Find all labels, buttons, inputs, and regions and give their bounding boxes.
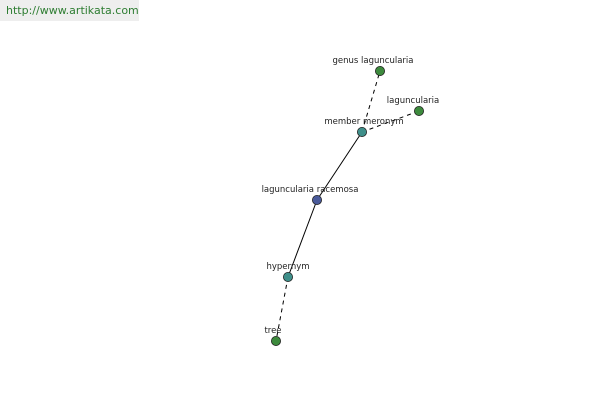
node-genus-laguncularia[interactable] bbox=[374, 66, 385, 77]
node-laguncularia[interactable] bbox=[413, 106, 424, 117]
nodes-layer bbox=[270, 66, 424, 346]
edges-layer bbox=[275, 70, 420, 342]
edge-hypernym-to-tree bbox=[275, 276, 289, 342]
node-laguncularia-racemosa[interactable] bbox=[311, 194, 322, 205]
node-tree[interactable] bbox=[270, 335, 281, 346]
labels-layer: genus laguncularia laguncularia member mer… bbox=[262, 56, 440, 336]
edge-laguncularia-racemosa-to-member-meronym bbox=[316, 131, 363, 201]
edge-laguncularia-racemosa-to-hypernym bbox=[287, 199, 318, 278]
node-label-laguncularia: laguncularia bbox=[387, 96, 439, 106]
node-label-hypernym: hypernym bbox=[266, 262, 309, 272]
watermark-link[interactable]: http://www.artikata.com bbox=[0, 0, 139, 21]
node-label-tree: tree bbox=[264, 326, 281, 336]
node-label-member-meronym: member meronym bbox=[324, 117, 403, 127]
node-label-laguncularia-racemosa: laguncularia racemosa bbox=[262, 185, 359, 195]
edge-member-meronym-to-genus-laguncularia bbox=[361, 70, 381, 133]
node-member-meronym[interactable] bbox=[356, 127, 367, 138]
node-hypernym[interactable] bbox=[282, 271, 293, 282]
edge-member-meronym-to-laguncularia bbox=[361, 110, 420, 133]
node-label-genus-laguncularia: genus laguncularia bbox=[333, 56, 414, 66]
